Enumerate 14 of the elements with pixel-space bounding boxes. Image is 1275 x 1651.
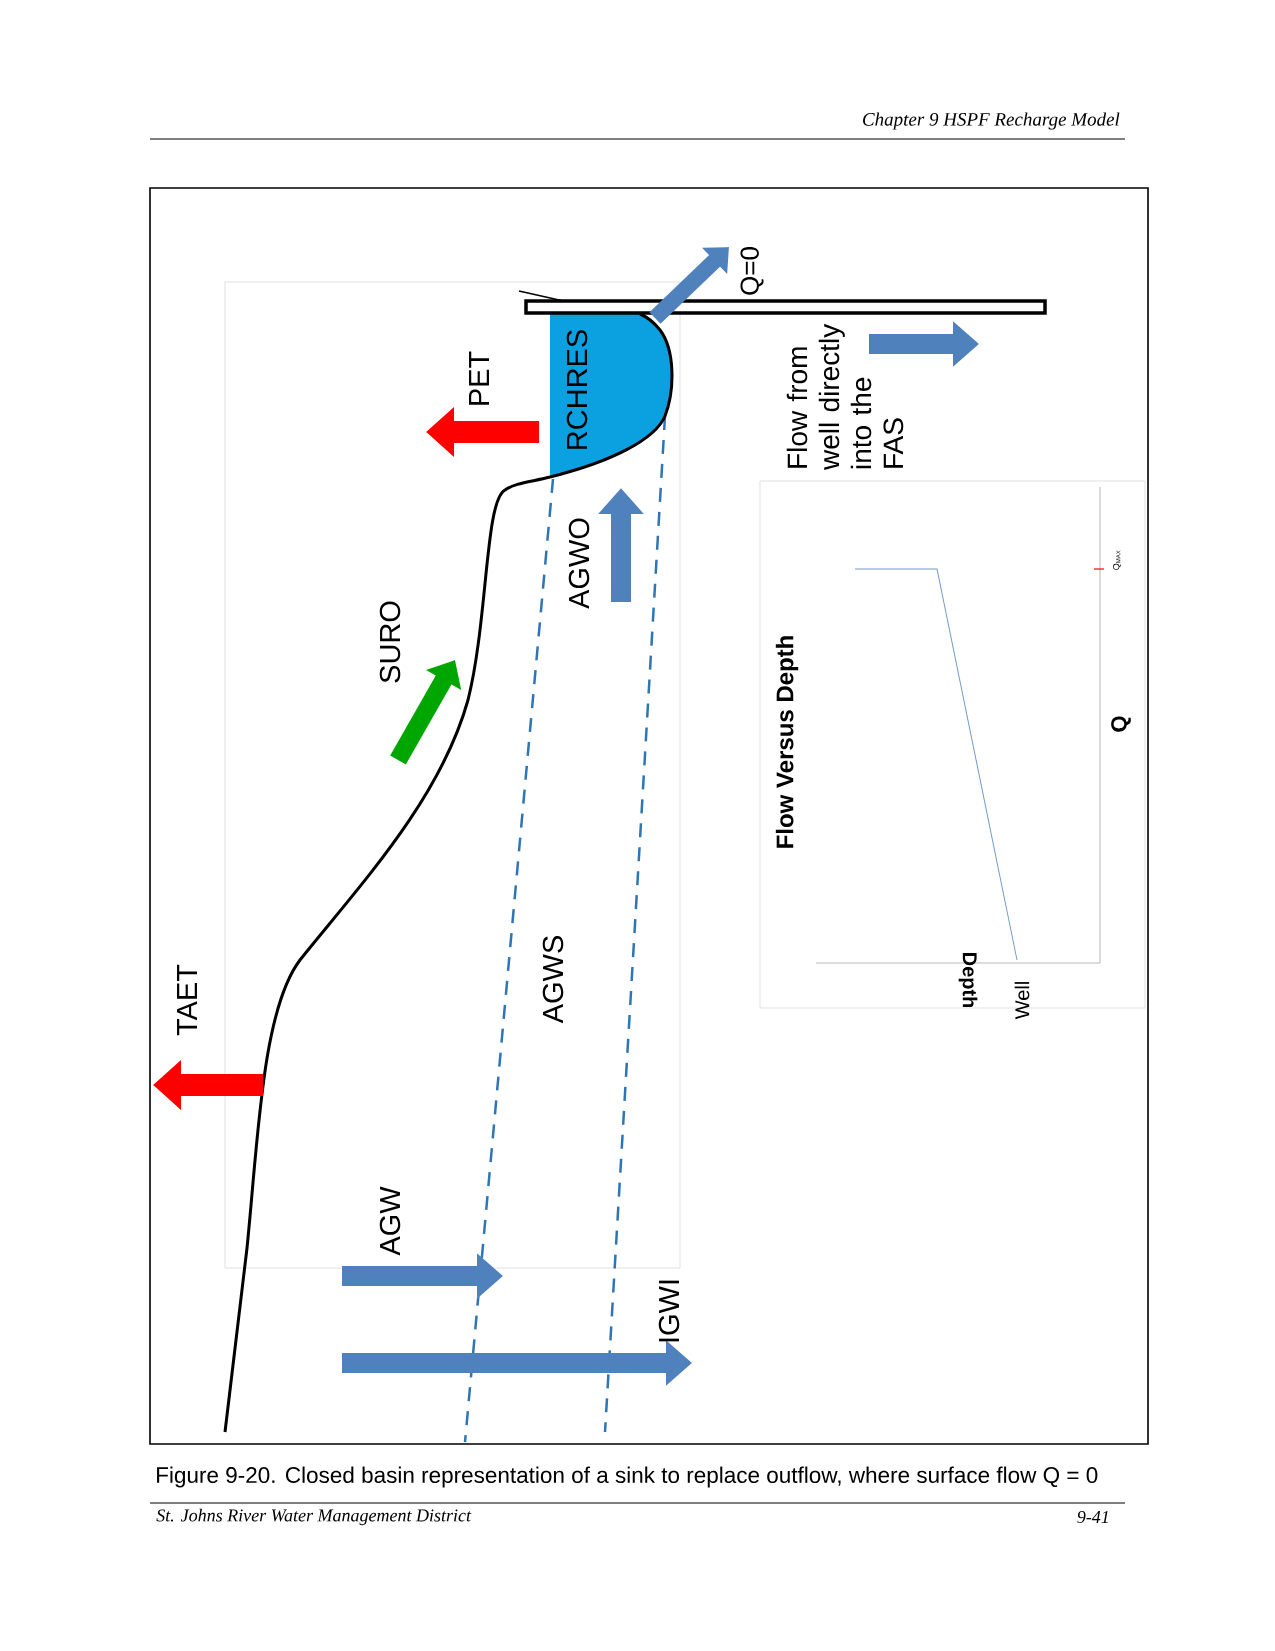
running-header: Chapter 9 HSPF Recharge Model — [863, 112, 1120, 130]
page-number: 9-41 — [1077, 1510, 1108, 1524]
flow-label: TAET — [177, 964, 197, 1036]
flow-label: AGWO — [568, 518, 590, 609]
figure-caption: Figure 9-20. Closed basin representation of a sink to replace outflow, where surface flow Q = 0 — [157, 1466, 1098, 1488]
inset-chart: Flow Versus Depth Q Q$_{MAX}$ Depth Well — [759, 480, 1146, 1020]
running-footer: St. Johns River Water Management District — [156, 1508, 472, 1526]
flow-label: PET — [469, 351, 489, 405]
flow-label: Q=0 — [740, 247, 764, 295]
storage-label: AGWS — [542, 936, 564, 1024]
reservoir: RCHRES — [550, 314, 672, 477]
flow-label: SURO — [379, 601, 401, 683]
flow-label: AGW — [379, 1186, 401, 1256]
flow-label: IGWI — [658, 1280, 680, 1342]
